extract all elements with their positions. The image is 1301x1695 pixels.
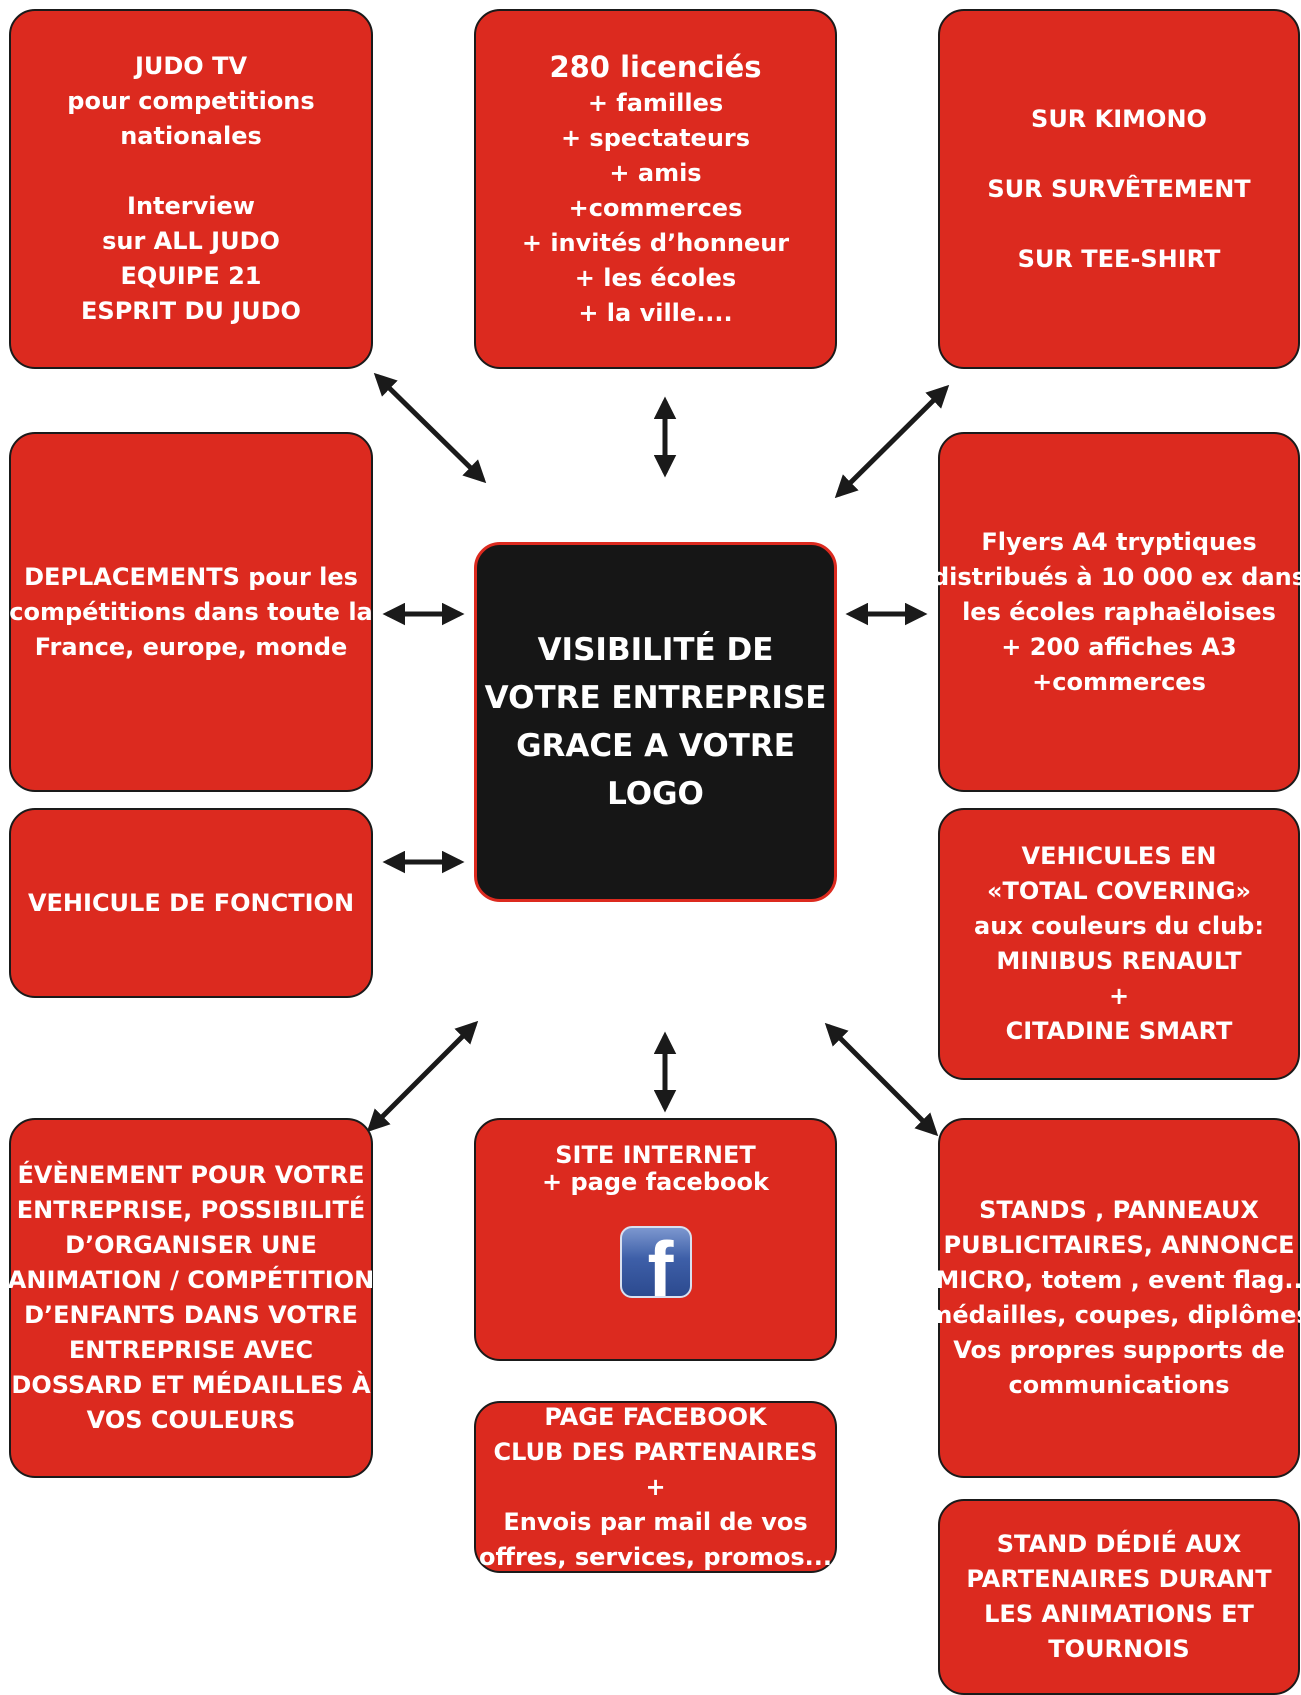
- text-line: les écoles raphaëloises: [962, 597, 1276, 626]
- text-line: SUR SURVÊTEMENT: [987, 174, 1251, 203]
- text-line: distribués à 10 000 ex dans: [931, 562, 1301, 591]
- text-line: 280 licenciés: [549, 49, 762, 84]
- arrow-evenement: [366, 1020, 479, 1133]
- text-line: + amis: [609, 158, 702, 187]
- box-licencies: 280 licenciés + familles + spectateurs + am…: [474, 9, 837, 369]
- text-line: CITADINE SMART: [1005, 1017, 1233, 1045]
- text-line: SUR TEE-SHIRT: [1017, 244, 1221, 273]
- text-line: +: [1108, 982, 1130, 1010]
- arrow-judo-tv: [373, 372, 487, 484]
- text-line: LOGO: [607, 776, 704, 812]
- text-line: JUDO TV: [134, 52, 248, 80]
- text-line: VOTRE ENTREPRISE: [484, 680, 827, 716]
- text-line: PAGE FACEBOOK: [544, 1402, 767, 1431]
- box-evenement: ÉVÈNEMENT POUR VOTRE ENTREPRISE, POSSIBIL…: [7, 1118, 375, 1478]
- text-line: + spectateurs: [560, 123, 751, 152]
- text-line: médailles, coupes, diplômes: [927, 1301, 1301, 1329]
- text-line: France, europe, monde: [34, 632, 348, 661]
- box-flyers: Flyers A4 tryptiques distribués à 10 000 …: [932, 432, 1301, 792]
- text-line: VEHICULE DE FONCTION: [27, 888, 355, 917]
- text-line: VOS COULEURS: [86, 1406, 296, 1434]
- text-line: TOURNOIS: [1048, 1635, 1190, 1663]
- text-line: + invités d’honneur: [521, 228, 790, 257]
- box-stand-dedie: STAND DÉDIÉ AUX PARTENAIRES DURANT LES ANI…: [938, 1499, 1300, 1695]
- text-line: Envois par mail de vos: [503, 1507, 808, 1536]
- box-vehicules-covering: VEHICULES EN «TOTAL COVERING» aux couleurs…: [938, 808, 1300, 1080]
- text-line: SITE INTERNET: [555, 1141, 756, 1169]
- text-line: + les écoles: [574, 263, 737, 292]
- site-internet-text: SITE INTERNET+ page facebook: [542, 1142, 769, 1196]
- text-line: DOSSARD ET MÉDAILLES À: [11, 1371, 371, 1399]
- box-visibilite-center: VISIBILITÉ DE VOTRE ENTREPRISE GRACE A VOT…: [474, 542, 837, 902]
- box-stands: STANDS , PANNEAUX PUBLICITAIRES, ANNONCE M…: [927, 1118, 1301, 1478]
- text-line: D’ORGANISER UNE: [65, 1231, 317, 1259]
- arrow-kimono: [834, 384, 950, 499]
- text-line: ENTREPRISE, POSSIBILITÉ: [16, 1196, 366, 1224]
- text-line: DEPLACEMENTS pour les: [24, 562, 358, 591]
- text-line: EQUIPE 21: [120, 262, 262, 290]
- text-line: +commerces: [1032, 667, 1206, 696]
- facebook-icon: f: [619, 1226, 692, 1298]
- text-line: GRACE A VOTRE: [516, 728, 795, 764]
- text-line: compétitions dans toute la: [9, 597, 373, 626]
- text-line: CLUB DES PARTENAIRES: [493, 1437, 818, 1466]
- text-line: Flyers A4 tryptiques: [981, 527, 1257, 556]
- text-line: VISIBILITÉ DE: [537, 632, 774, 668]
- text-line: + 200 affiches A3: [1001, 632, 1237, 661]
- text-line: D’ENFANTS DANS VOTRE: [24, 1301, 358, 1329]
- text-line: VEHICULES EN: [1021, 842, 1217, 870]
- text-line: PARTENAIRES DURANT: [966, 1565, 1272, 1593]
- text-line: SUR KIMONO: [1031, 104, 1207, 133]
- box-kimono: SUR KIMONO SUR SURVÊTEMENT SUR TEE-SHIRT: [938, 9, 1300, 369]
- box-page-facebook: PAGE FACEBOOK CLUB DES PARTENAIRES + Envois…: [474, 1401, 837, 1573]
- text-line: STANDS , PANNEAUX: [979, 1196, 1259, 1224]
- text-line: LES ANIMATIONS ET: [984, 1600, 1254, 1628]
- text-line: ANIMATION / COMPÉTITION: [7, 1266, 375, 1294]
- text-line: + page facebook: [542, 1168, 769, 1196]
- text-line: +commerces: [568, 193, 743, 222]
- text-line: MINIBUS RENAULT: [996, 947, 1242, 975]
- text-line: Vos propres supports de: [953, 1336, 1285, 1364]
- text-line: sur ALL JUDO: [102, 227, 280, 255]
- text-line: nationales: [120, 122, 262, 150]
- text-line: pour competitions: [67, 87, 315, 115]
- box-vehicule-fonction: VEHICULE DE FONCTION: [9, 808, 373, 998]
- text-line: PUBLICITAIRES, ANNONCE: [943, 1231, 1295, 1259]
- text-line: aux couleurs du club:: [974, 912, 1264, 940]
- text-line: ENTREPRISE AVEC: [68, 1336, 314, 1364]
- text-line: + la ville....: [578, 298, 733, 327]
- text-line: +: [645, 1472, 666, 1501]
- text-line: offres, services, promos...: [479, 1542, 832, 1571]
- text-line: ÉVÈNEMENT POUR VOTRE: [17, 1161, 365, 1189]
- text-line: ESPRIT DU JUDO: [81, 297, 301, 325]
- text-line: + familles: [587, 88, 724, 117]
- text-line: MICRO, totem , event flag..: [935, 1266, 1301, 1294]
- arrow-stands: [824, 1022, 939, 1137]
- box-deplacements: DEPLACEMENTS pour les compétitions dans t…: [9, 432, 373, 792]
- text-line: STAND DÉDIÉ AUX: [996, 1530, 1242, 1558]
- box-site-internet: SITE INTERNET+ page facebook f: [474, 1118, 837, 1361]
- text-line: Interview: [127, 192, 255, 220]
- text-line: communications: [1008, 1371, 1230, 1399]
- text-line: «TOTAL COVERING»: [986, 877, 1252, 905]
